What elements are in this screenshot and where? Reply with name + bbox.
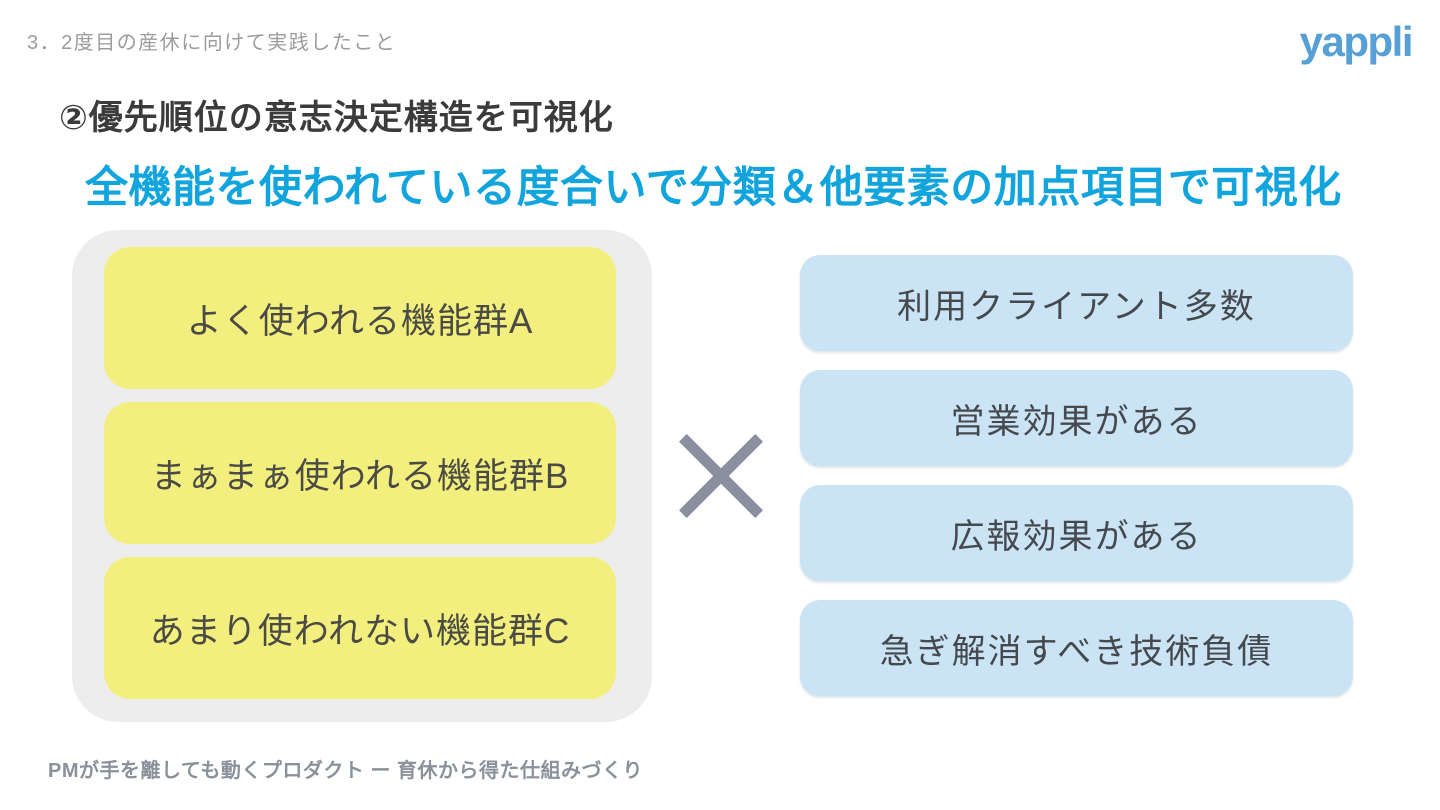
feature-group-a-label: よく使われる機能群A (186, 301, 534, 341)
slide-subtitle: 全機能を使われている度合いで分類＆他要素の加点項目で可視化 (85, 164, 1342, 212)
criteria-pr-box: 広報効果がある (800, 485, 1353, 581)
feature-group-c-box: あまり使われない機能群C (104, 557, 616, 699)
footer-note: PMが手を離しても動くプロダクト ー 育休から得た仕組みづくり (48, 760, 644, 782)
criteria-pr-label: 広報効果がある (950, 517, 1203, 556)
feature-group-a-box: よく使われる機能群A (104, 247, 616, 389)
section-breadcrumb: 3．2度目の産休に向けて実践したこと (27, 32, 397, 54)
bonus-criteria-group: 利用クライアント多数 営業効果がある 広報効果がある 急ぎ解消すべき技術負債 (800, 255, 1353, 715)
feature-usage-group: よく使われる機能群A まぁまぁ使われる機能群B あまり使われない機能群C (72, 230, 652, 722)
criteria-techdebt-label: 急ぎ解消すべき技術負債 (879, 632, 1274, 671)
criteria-techdebt-box: 急ぎ解消すべき技術負債 (800, 600, 1353, 696)
feature-group-b-label: まぁまぁ使われる機能群B (150, 456, 570, 496)
criteria-clients-label: 利用クライアント多数 (897, 287, 1256, 326)
criteria-clients-box: 利用クライアント多数 (800, 255, 1353, 351)
criteria-sales-box: 営業効果がある (800, 370, 1353, 466)
yappli-logo: yappli (1299, 18, 1414, 65)
feature-group-c-label: あまり使われない機能群C (149, 611, 571, 651)
page-title: ②優先順位の意志決定構造を可視化 (59, 99, 614, 137)
multiply-icon (678, 433, 764, 519)
criteria-sales-label: 営業効果がある (950, 402, 1203, 441)
feature-group-b-box: まぁまぁ使われる機能群B (104, 402, 616, 544)
